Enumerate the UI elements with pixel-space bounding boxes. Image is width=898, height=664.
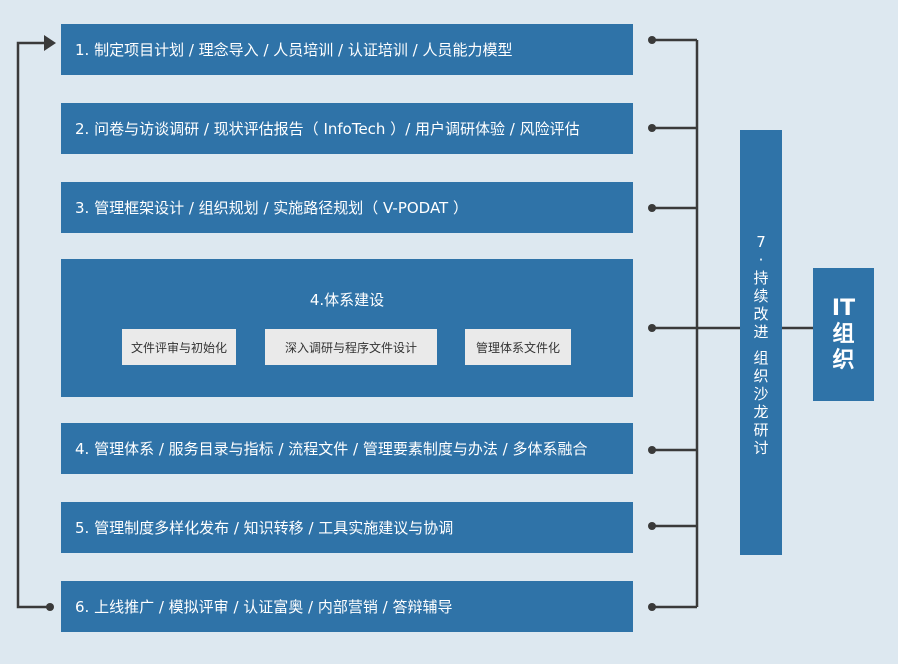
char: 改 (753, 305, 769, 323)
char: 续 (753, 287, 769, 305)
system-building-box: 4.体系建设 文件评审与初始化 深入调研与程序文件设计 管理体系文件化 (61, 259, 633, 397)
dot-step-6 (648, 603, 656, 611)
step-3-label: 3. 管理框架设计 / 组织规划 / 实施路径规划（ V-PODAT ） (75, 199, 468, 217)
char: 织 (753, 367, 769, 385)
char: 组 (753, 349, 769, 367)
char: 进 (753, 323, 769, 341)
char: 持 (753, 269, 769, 287)
it-organization-box: IT 组织 (813, 268, 874, 401)
char: 沙 (753, 385, 769, 403)
step-5-box: 5. 管理制度多样化发布 / 知识转移 / 工具实施建议与协调 (61, 502, 633, 553)
step-1-box: 1. 制定项目计划 / 理念导入 / 人员培训 / 认证培训 / 人员能力模型 (61, 24, 633, 75)
step-7-number: 7 (756, 233, 766, 251)
step-3-box: 3. 管理框架设计 / 组织规划 / 实施路径规划（ V-PODAT ） (61, 182, 633, 233)
char: 研 (753, 421, 769, 439)
step-6-box: 6. 上线推广 / 模拟评审 / 认证富奥 / 内部营销 / 答辩辅导 (61, 581, 633, 632)
continuous-improvement-text: 7 · 持 续 改 进 组 织 沙 龙 研 讨 (740, 233, 782, 457)
feedback-loop-line (16, 41, 50, 609)
char: 讨 (753, 439, 769, 457)
system-building-title: 4.体系建设 (309, 291, 385, 309)
step-7-dot: · (758, 251, 764, 269)
step-2-box: 2. 问卷与访谈调研 / 现状评估报告（ InfoTech ）/ 用户调研体验 … (61, 103, 633, 154)
continuous-improvement-bar: 7 · 持 续 改 进 组 织 沙 龙 研 讨 (740, 130, 782, 555)
dot-system (648, 324, 656, 332)
sub-item-document-review: 文件评审与初始化 (122, 329, 236, 365)
dot-step-4 (648, 446, 656, 454)
dot-step-1 (648, 36, 656, 44)
dot-step-5 (648, 522, 656, 530)
it-organization-label: IT 组织 (832, 296, 855, 374)
step-4-label: 4. 管理体系 / 服务目录与指标 / 流程文件 / 管理要素制度与办法 / 多… (75, 440, 588, 458)
feedback-arrowhead-icon (44, 35, 56, 51)
step-2-label: 2. 问卷与访谈调研 / 现状评估报告（ InfoTech ）/ 用户调研体验 … (75, 120, 580, 138)
char: 龙 (753, 403, 769, 421)
step-5-label: 5. 管理制度多样化发布 / 知识转移 / 工具实施建议与协调 (75, 519, 454, 537)
sub-item-research-design: 深入调研与程序文件设计 (265, 329, 437, 365)
it-organization-line-1: IT (831, 295, 856, 321)
step-4-box: 4. 管理体系 / 服务目录与指标 / 流程文件 / 管理要素制度与办法 / 多… (61, 423, 633, 474)
dot-step-3 (648, 204, 656, 212)
dot-feedback-start (46, 603, 54, 611)
step-6-label: 6. 上线推广 / 模拟评审 / 认证富奥 / 内部营销 / 答辩辅导 (75, 598, 453, 616)
it-organization-char: 组 (832, 321, 855, 347)
step-1-label: 1. 制定项目计划 / 理念导入 / 人员培训 / 认证培训 / 人员能力模型 (75, 41, 513, 59)
sub-item-documentation: 管理体系文件化 (465, 329, 571, 365)
dot-step-2 (648, 124, 656, 132)
it-organization-line-2: 组织 (832, 322, 855, 374)
it-organization-char: 织 (832, 347, 855, 373)
